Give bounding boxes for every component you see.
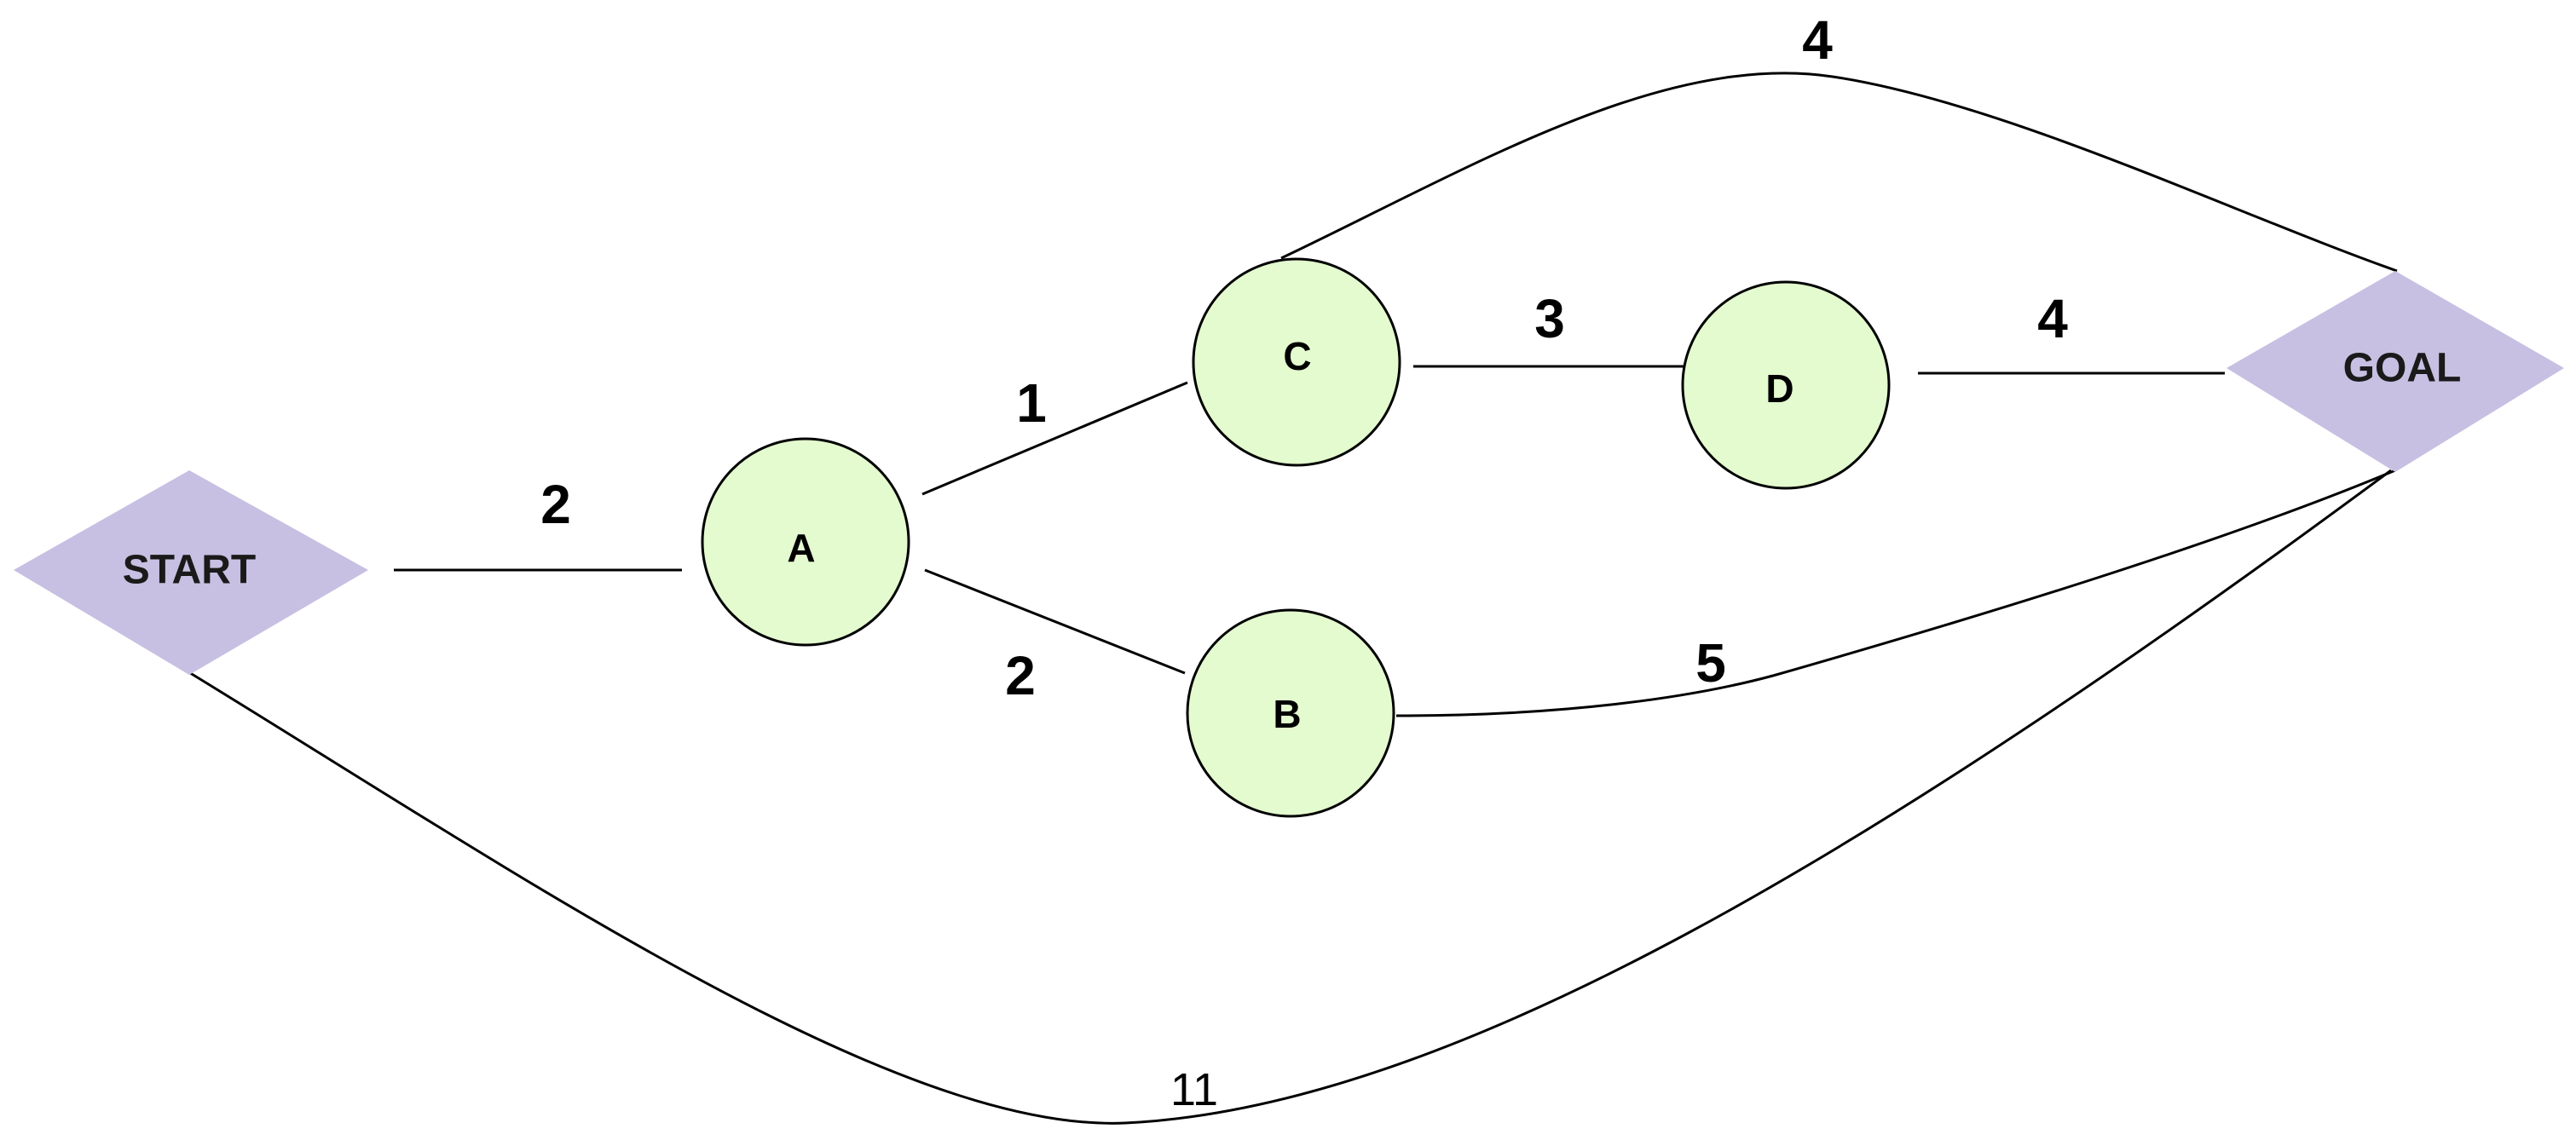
node-c-label: C xyxy=(1283,334,1311,378)
node-b-circle[interactable] xyxy=(1186,608,1395,818)
edge-a-b xyxy=(924,568,1186,675)
edge-weight-b-goal: 5 xyxy=(1695,632,1726,694)
node-goal-label: GOAL xyxy=(2343,346,2462,391)
node-b-label: B xyxy=(1273,692,1301,736)
node-d-circle[interactable] xyxy=(1681,280,1891,490)
edge-start-goal xyxy=(187,469,2392,1125)
edge-weight-start-a: 2 xyxy=(540,474,571,535)
node-c-circle[interactable] xyxy=(1192,257,1401,467)
node-start-label: START xyxy=(123,548,256,593)
node-start-diamond[interactable] xyxy=(14,470,368,675)
edge-c-goal xyxy=(1280,72,2398,273)
node-a-label: A xyxy=(787,526,815,570)
edge-a-c xyxy=(921,381,1188,496)
edge-b-goal xyxy=(1395,469,2396,717)
edge-weight-start-goal: 11 xyxy=(1170,1064,1218,1115)
edge-weight-d-goal: 4 xyxy=(2037,288,2068,349)
edge-weight-c-goal: 4 xyxy=(1802,9,1833,71)
edge-weight-c-d: 3 xyxy=(1534,288,1565,349)
edge-weight-a-c: 1 xyxy=(1016,372,1047,434)
node-goal-diamond[interactable] xyxy=(2227,271,2564,472)
node-a-circle[interactable] xyxy=(701,437,910,647)
edge-weight-a-b: 2 xyxy=(1005,645,1036,706)
node-d-label: D xyxy=(1765,366,1793,411)
